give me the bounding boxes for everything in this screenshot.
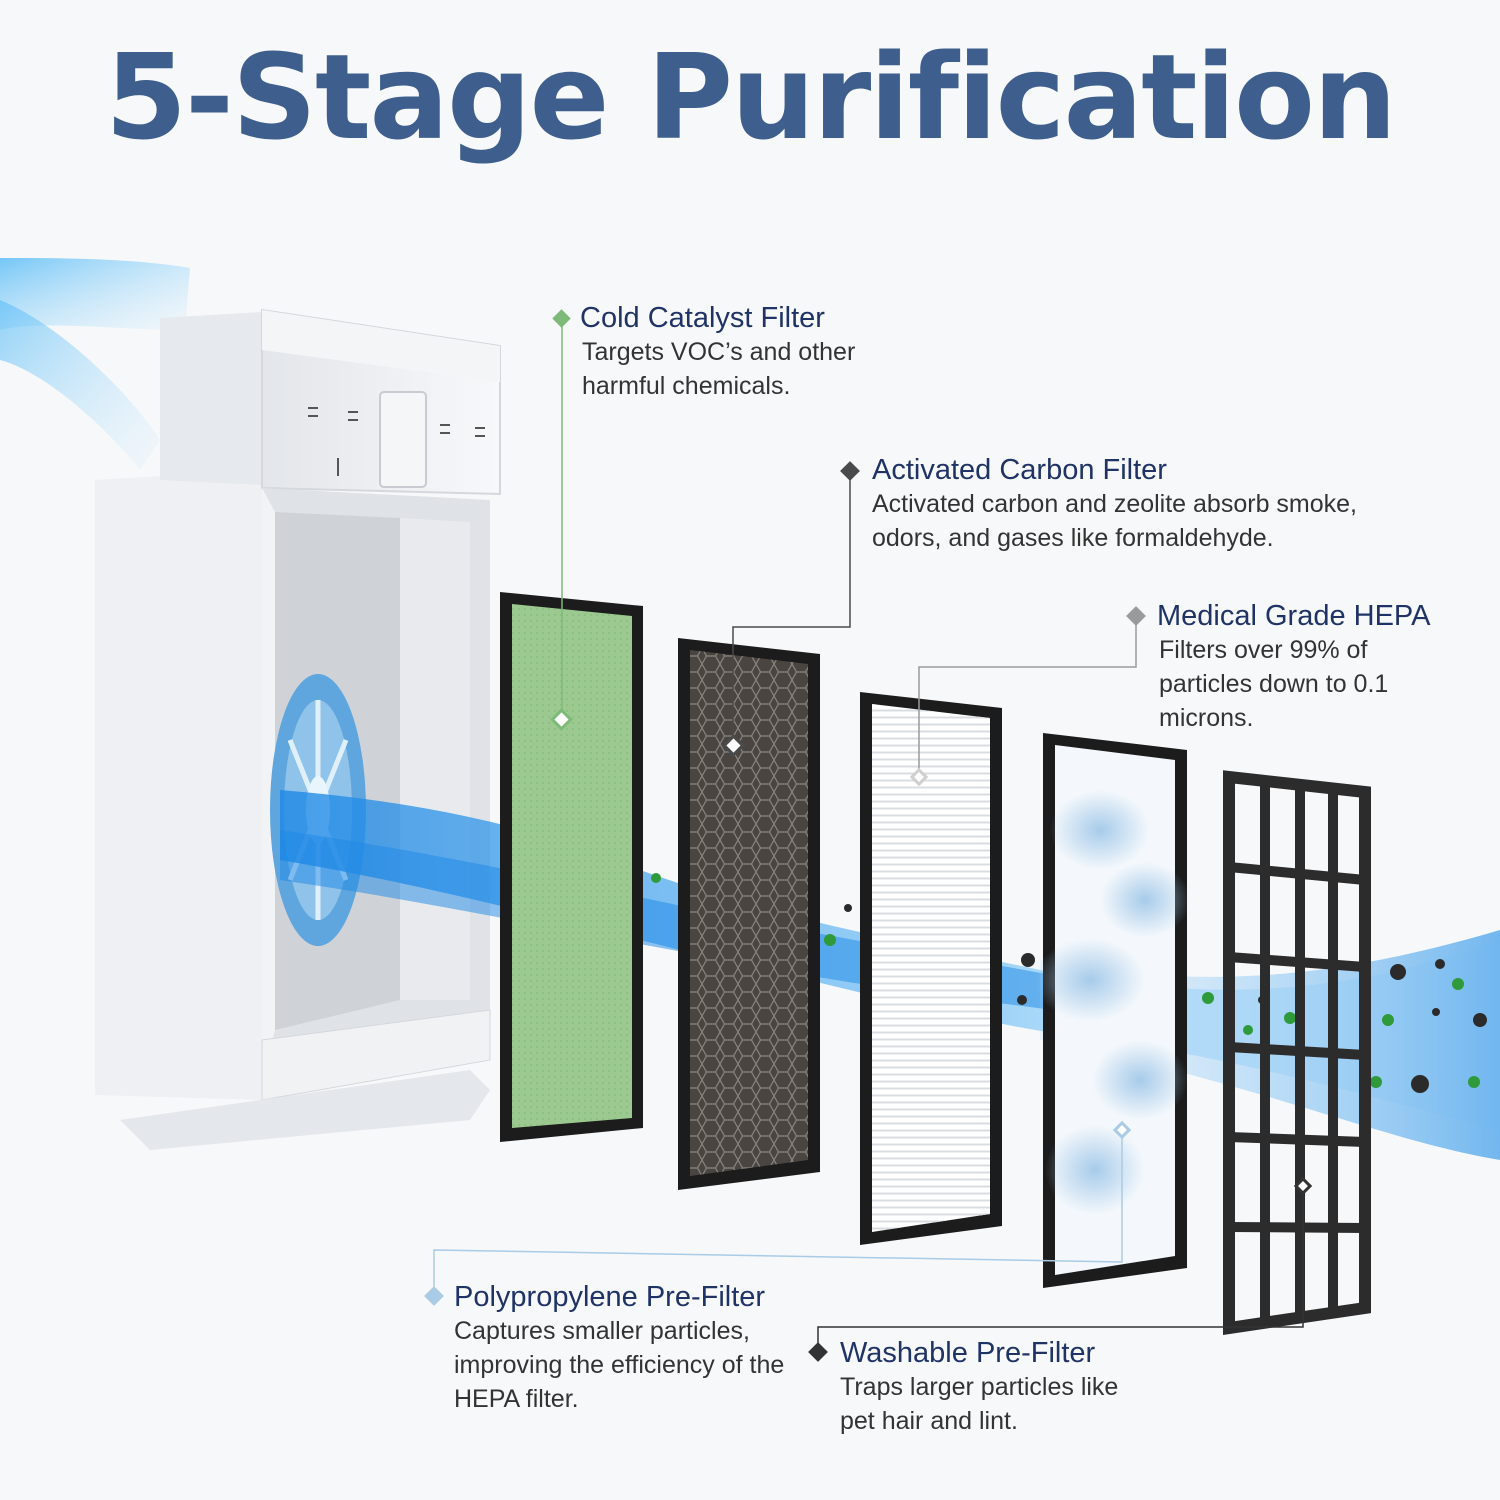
diamond-icon: [1126, 606, 1146, 626]
hepa-filter-panel: [860, 692, 1002, 1245]
diamond-icon: [808, 1342, 828, 1362]
label-activated-carbon: Activated Carbon Filter Activated carbon…: [872, 453, 1432, 555]
marker-polypropylene-icon: [1112, 1120, 1132, 1140]
filter-markers: [550, 708, 1313, 1196]
marker-washable-icon: [1293, 1176, 1313, 1196]
label-cold-catalyst: Cold Catalyst Filter Targets VOC’s and o…: [580, 301, 910, 403]
leader-lines: [433, 320, 1304, 1352]
filter-name: Medical Grade HEPA: [1157, 600, 1431, 632]
diamond-icon: [552, 309, 571, 328]
marker-cold-catalyst-icon: [550, 708, 573, 731]
diamond-icon: [840, 461, 860, 481]
outlet-airflow: [0, 258, 190, 470]
diamond-icon: [424, 1286, 444, 1306]
filter-name: Activated Carbon Filter: [872, 454, 1167, 486]
filter-name: Washable Pre-Filter: [840, 1337, 1096, 1369]
marker-hepa-icon: [909, 767, 929, 787]
washable-filter-panel: [1223, 770, 1371, 1335]
cold-catalyst-filter-panel: [500, 592, 643, 1142]
marker-carbon-icon: [722, 734, 745, 757]
filter-name: Cold Catalyst Filter: [580, 302, 825, 334]
label-polypropylene: Polypropylene Pre-Filter Captures smalle…: [454, 1280, 799, 1416]
polypropylene-filter-panel: [1035, 733, 1190, 1288]
label-hepa: Medical Grade HEPA Filters over 99% of p…: [1157, 599, 1457, 735]
filter-description: Targets VOC’s and other harmful chemical…: [582, 338, 856, 400]
label-diamonds: [424, 309, 1146, 1362]
filter-description: Traps larger particles like pet hair and…: [840, 1373, 1119, 1435]
filter-description: Captures smaller particles, improving th…: [454, 1317, 785, 1413]
page-title: 5-Stage Purification: [104, 28, 1397, 166]
filter-description: Filters over 99% of particles down to 0.…: [1159, 636, 1389, 732]
activated-carbon-filter-panel: [678, 638, 820, 1190]
label-washable: Washable Pre-Filter Traps larger particl…: [840, 1336, 1170, 1438]
filter-description: Activated carbon and zeolite absorb smok…: [872, 490, 1357, 552]
filter-name: Polypropylene Pre-Filter: [454, 1281, 766, 1313]
